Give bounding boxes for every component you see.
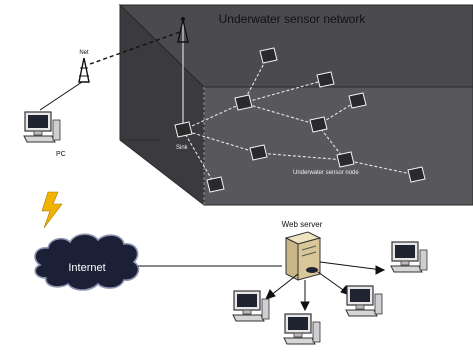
internet-cloud: Internet [34,233,140,291]
pc-label: PC [56,151,66,158]
wireless-link [89,31,181,65]
underwater-region-box [118,3,473,207]
client-computer [390,241,428,273]
sink-node [174,121,193,138]
client-computer [283,313,321,345]
network-title: Underwater sensor network [219,12,367,26]
shore-antenna: Net [78,50,90,83]
sensor-node [407,166,426,183]
internet-label: Internet [68,262,105,274]
sensor-node [316,71,335,88]
sensor-node [234,94,253,111]
sensor-node [249,144,268,161]
web-server-label: Web server [282,220,323,229]
pc-computer [23,111,61,143]
client-computer [232,290,270,322]
sensor-node [259,47,278,64]
server-client-links [265,261,386,312]
client-computer [345,285,383,317]
sensor-node [309,116,328,133]
sensor-node [206,176,225,193]
antenna-label: Net [79,50,89,56]
surface-antenna [177,17,189,125]
pc-antenna-link [39,81,83,111]
web-server [284,231,322,281]
sensor-node-label: Underwater sensor node [293,170,359,176]
lightning-icon [41,191,63,229]
sink-label: Sink [176,145,189,151]
sensor-node [348,92,367,109]
sensor-node [336,151,355,168]
